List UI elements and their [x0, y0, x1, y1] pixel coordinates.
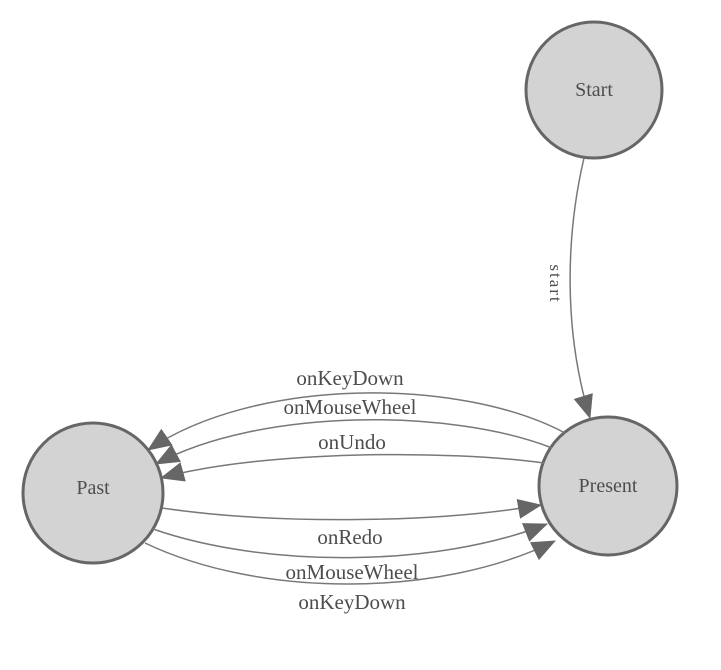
edge-label-onkeydown-bottom: onKeyDown — [298, 590, 406, 614]
edge-label-onundo: onUndo — [318, 430, 386, 454]
edge-present-to-past-onundo — [160, 453, 545, 482]
edge-group — [144, 157, 593, 585]
edge-label-onkeydown-top: onKeyDown — [296, 366, 404, 390]
edge-start-to-present — [569, 157, 593, 419]
node-start-label: Start — [575, 79, 613, 101]
edge-label-group: start onKeyDown onMouseWheel onUndo onRe… — [284, 264, 565, 614]
node-present[interactable]: Present — [537, 415, 679, 557]
edge-label-onmousewheel-bottom: onMouseWheel — [286, 560, 419, 584]
edge-label-onmousewheel-top: onMouseWheel — [284, 395, 417, 419]
edge-past-to-present-onmousewheel — [152, 523, 548, 559]
node-start[interactable]: Start — [524, 20, 664, 160]
edge-past-to-present-onredo — [161, 499, 542, 521]
edge-label-onredo: onRedo — [317, 525, 382, 549]
node-past[interactable]: Past — [21, 421, 165, 565]
node-past-circle[interactable] — [21, 421, 165, 565]
edge-present-to-past-onmousewheel — [155, 419, 553, 465]
edge-label-start: start — [546, 264, 565, 303]
node-past-label: Past — [76, 477, 110, 499]
node-start-circle[interactable] — [524, 20, 664, 160]
node-present-circle[interactable] — [537, 415, 679, 557]
edge-present-to-past-onkeydown — [147, 392, 566, 451]
edge-past-to-present-onkeydown — [144, 540, 556, 585]
node-present-label: Present — [579, 475, 638, 497]
